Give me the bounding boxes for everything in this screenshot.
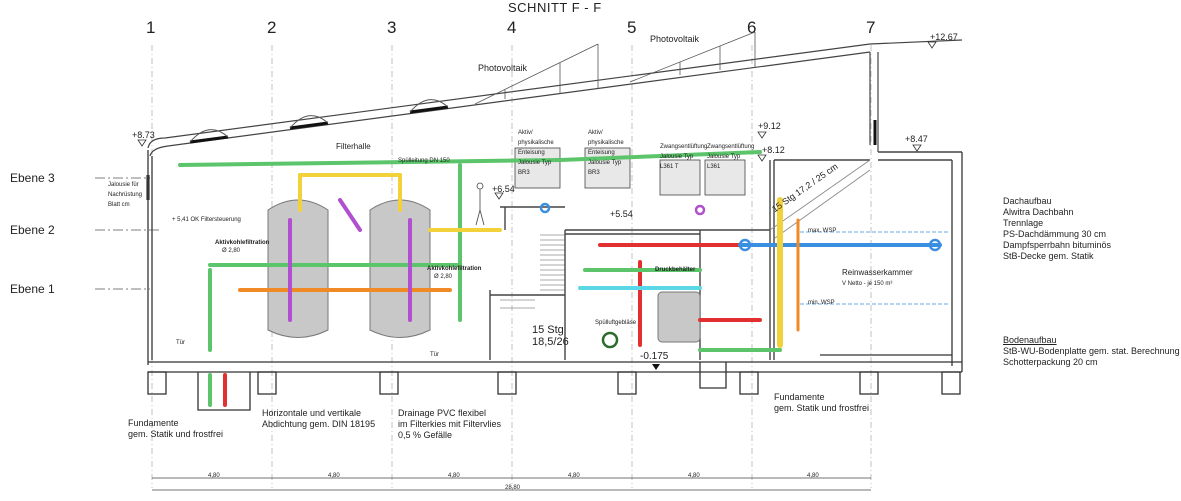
drainage-block: Drainage PVC flexibel im Filterkies mit …: [398, 408, 501, 441]
door-right-label: Tür: [430, 352, 439, 358]
spuelluft-label: Spülluftgebläse: [595, 320, 637, 326]
spuelleitung-label: Spülleitung DN 150: [398, 158, 450, 164]
aktivkohle-left-sub: Ø 2,80: [222, 248, 241, 254]
elevation-654: +6.54: [492, 184, 515, 194]
photovoltaik-label-top: Photovoltaik: [650, 34, 700, 44]
stair-count-label: 15 Stg: [532, 324, 564, 336]
level-label-ebene3: Ebene 3: [10, 171, 55, 185]
bodenaufbau-line-3: Schotterpackung 20 cm: [1003, 357, 1098, 367]
level-label-ebene2: Ebene 2: [10, 223, 55, 237]
ventilation-label-1: Aktiv/ physikalische Enteisung Jalousie …: [518, 130, 554, 176]
aktivkohle-right-sub: Ø 2,80: [434, 274, 453, 280]
bodenaufbau-line-2: StB-WU-Bodenplatte gem. stat. Berechnung: [1003, 346, 1180, 356]
abdichtung-line-2: Abdichtung gem. DIN 18195: [262, 419, 376, 429]
max-water-level: max. WSP: [808, 228, 837, 234]
axis-label-6: 6: [747, 18, 757, 37]
dachaufbau-line-5: Dampfsperrbahn bituminös: [1003, 240, 1112, 250]
dimension-5: 4,80: [688, 473, 700, 479]
fundamente-left-line-2: gem. Statik und frostfrei: [128, 429, 224, 439]
bodenaufbau-block: Bodenaufbau StB-WU-Bodenplatte gem. stat…: [1003, 335, 1180, 368]
dimension-3: 4,80: [448, 473, 460, 479]
fundamente-right-line-1: Fundamente: [774, 392, 825, 402]
fundamente-right-block: Fundamente gem. Statik und frostfrei: [774, 392, 869, 414]
dachaufbau-line-6: StB-Decke gem. Statik: [1003, 251, 1094, 261]
fundamente-left-line-1: Fundamente: [128, 418, 179, 428]
abdichtung-line-1: Horizontale und vertikale: [262, 408, 362, 418]
elevation-m0175: -0.175: [640, 351, 669, 362]
dachaufbau-line-4: PS-Dachdämmung 30 cm: [1003, 229, 1107, 239]
elevation-1267: +12.67: [930, 32, 958, 42]
dimension-2: 4,80: [328, 473, 340, 479]
axis-label-4: 4: [507, 18, 517, 37]
min-water-level: min. WSP: [808, 300, 835, 306]
bodenaufbau-line-1: Bodenaufbau: [1003, 335, 1057, 345]
dimension-6: 4,80: [807, 473, 819, 479]
forced-ventilation-label-1: Zwangsentlüftung Jalousie Typ L361 T: [660, 144, 708, 170]
filterhalle-label: Filterhalle: [336, 142, 371, 151]
elevation-554: +5.54: [610, 209, 633, 219]
stair-dimension-label: 18,5/26: [532, 336, 569, 348]
elevation-912: +9.12: [758, 121, 781, 131]
reinwasser-volume: V Netto - je 150 m³: [842, 281, 893, 287]
elevation-873: +8.73: [132, 130, 155, 140]
aktivkohle-right-label: Aktivkohlefiltration: [427, 266, 482, 272]
abdichtung-block: Horizontale und vertikale Abdichtung gem…: [262, 408, 375, 430]
drainage-line-3: 0,5 % Gefälle: [398, 430, 453, 440]
elevation-812: +8.12: [762, 145, 785, 155]
dimension-4: 4,80: [568, 473, 580, 479]
axis-label-7: 7: [866, 18, 876, 37]
drucktank-label: Druckbehälter: [655, 267, 696, 273]
drawing-title: SCHNITT F - F: [508, 0, 602, 15]
elevation-847: +8.47: [905, 134, 928, 144]
reinwasser-label: Reinwasserkammer: [842, 268, 913, 277]
axis-label-3: 3: [387, 18, 397, 37]
dachaufbau-line-3: Trennlage: [1003, 218, 1044, 228]
dimension-1: 4,80: [208, 473, 220, 479]
axis-label-5: 5: [627, 18, 637, 37]
drainage-line-1: Drainage PVC flexibel: [398, 408, 487, 418]
axis-label-2: 2: [267, 18, 277, 37]
dachaufbau-line-2: Alwitra Dachbahn: [1003, 207, 1074, 217]
forced-ventilation-label-2: Zwangsentlüftung Jalousie Typ L361: [707, 144, 755, 170]
fundamente-right-line-2: gem. Statik und frostfrei: [774, 403, 870, 413]
axis-label-1: 1: [146, 18, 156, 37]
jalousie-left-label: Jalousie für Nachrüstung Blatt cm: [108, 182, 143, 208]
fundamente-left-block: Fundamente gem. Statik und frostfrei: [128, 418, 223, 440]
dimension-total: 28,80: [505, 485, 521, 491]
aktivkohle-left-label: Aktivkohlefiltration: [215, 240, 270, 246]
filtersteuerung-label: + 5,41 OK Filtersteuerung: [172, 217, 241, 223]
photovoltaik-label-mid: Photovoltaik: [478, 63, 528, 73]
dachaufbau-line-1: Dachaufbau: [1003, 196, 1052, 206]
dachaufbau-block: Dachaufbau Alwitra Dachbahn Trennlage PS…: [1003, 196, 1111, 262]
drainage-line-2: im Filterkies mit Filtervlies: [398, 419, 502, 429]
ventilation-label-2: Aktiv/ physikalische Enteisung Jalousie …: [588, 130, 624, 176]
level-label-ebene1: Ebene 1: [10, 282, 55, 296]
door-left-label: Tür: [176, 340, 185, 346]
